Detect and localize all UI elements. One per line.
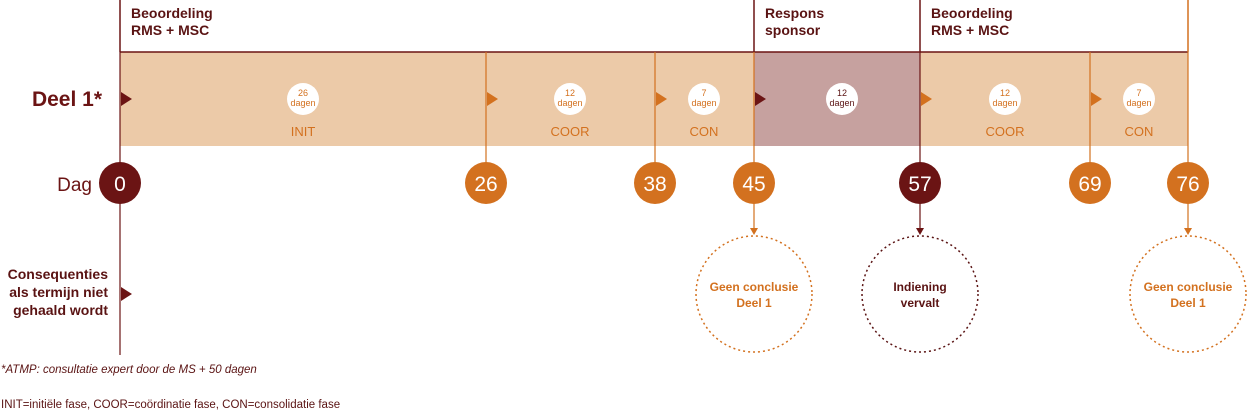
arrow-down-57-icon: [916, 228, 924, 235]
segment-1-unit: dagen: [290, 98, 315, 108]
outcome-2: Indiening vervalt: [861, 235, 979, 353]
header-group2-line2: sponsor: [765, 22, 821, 38]
segment-5-days: 12: [1000, 88, 1010, 98]
triangle-consequences-icon: [121, 287, 132, 301]
outcome-3-line1: Geen conclusie: [1144, 280, 1233, 294]
segment-1-phase: INIT: [291, 124, 316, 139]
header-group1-line2: RMS + MSC: [131, 22, 209, 38]
milestone-38-label: 38: [643, 173, 666, 196]
segment-2: 12 dagen COOR: [551, 83, 590, 139]
segment-6-unit: dagen: [1126, 98, 1151, 108]
milestone-0-label: 0: [114, 173, 126, 196]
segment-6-phase: CON: [1125, 124, 1154, 139]
segment-3-days: 7: [701, 88, 706, 98]
milestone-69-label: 69: [1078, 173, 1101, 196]
milestone-26: 26: [465, 162, 507, 204]
dag-label: Dag: [57, 175, 92, 196]
triangle-seg2-icon: [487, 92, 498, 106]
milestone-76-label: 76: [1176, 173, 1199, 196]
milestone-57: 57: [899, 162, 941, 204]
milestone-45-label: 45: [742, 173, 765, 196]
segment-6-days: 7: [1136, 88, 1141, 98]
milestone-57-label: 57: [908, 173, 931, 196]
milestone-69: 69: [1069, 162, 1111, 204]
outcome-1: Geen conclusie Deel 1: [695, 235, 813, 353]
segment-5-unit: dagen: [992, 98, 1017, 108]
header-group3-line1: Beoordeling: [931, 5, 1013, 21]
segment-4: 12 dagen: [826, 83, 858, 115]
consequences-line3: gehaald wordt: [13, 302, 108, 318]
triangle-seg3-icon: [656, 92, 667, 106]
outcome-2-line1: Indiening: [893, 280, 946, 294]
header-group2-line1: Respons: [765, 5, 824, 21]
consequences-line2: als termijn niet: [9, 284, 108, 300]
arrow-down-76-icon: [1184, 228, 1192, 235]
row-label: Deel 1*: [32, 88, 103, 111]
triangle-seg5-icon: [921, 92, 932, 106]
outcome-3-line2: Deel 1: [1170, 296, 1206, 310]
milestone-45: 45: [733, 162, 775, 204]
outcome-3: Geen conclusie Deel 1: [1129, 235, 1247, 353]
milestone-38: 38: [634, 162, 676, 204]
milestone-26-label: 26: [474, 173, 497, 196]
triangle-seg6-icon: [1091, 92, 1102, 106]
segment-3: 7 dagen CON: [688, 83, 720, 139]
segment-5: 12 dagen COOR: [986, 83, 1025, 139]
segment-4-days: 12: [837, 88, 847, 98]
segment-2-phase: COOR: [551, 124, 590, 139]
segment-2-days: 12: [565, 88, 575, 98]
segment-6: 7 dagen CON: [1123, 83, 1155, 139]
segment-3-unit: dagen: [691, 98, 716, 108]
footnote-atmp: *ATMP: consultatie expert door de MS + 5…: [1, 364, 257, 376]
outcome-1-line1: Geen conclusie: [710, 280, 799, 294]
arrow-down-45-icon: [750, 228, 758, 235]
triangle-seg4-icon: [755, 92, 766, 106]
segment-1-days: 26: [298, 88, 308, 98]
segment-5-phase: COOR: [986, 124, 1025, 139]
segment-3-phase: CON: [690, 124, 719, 139]
segment-1: 26 dagen INIT: [287, 83, 319, 139]
header-group3-line2: RMS + MSC: [931, 22, 1009, 38]
milestone-0: 0: [99, 162, 141, 204]
milestone-76: 76: [1167, 162, 1209, 204]
triangle-seg1-icon: [121, 92, 132, 106]
consequences-line1: Consequenties: [8, 266, 109, 282]
segment-2-unit: dagen: [557, 98, 582, 108]
footnote-legend: INIT=initiële fase, COOR=coördinatie fas…: [1, 399, 340, 411]
phase-band: [120, 52, 754, 146]
outcome-2-line2: vervalt: [901, 296, 940, 310]
header-group1-line1: Beoordeling: [131, 5, 213, 21]
outcome-1-line2: Deel 1: [736, 296, 772, 310]
segment-4-unit: dagen: [829, 98, 854, 108]
